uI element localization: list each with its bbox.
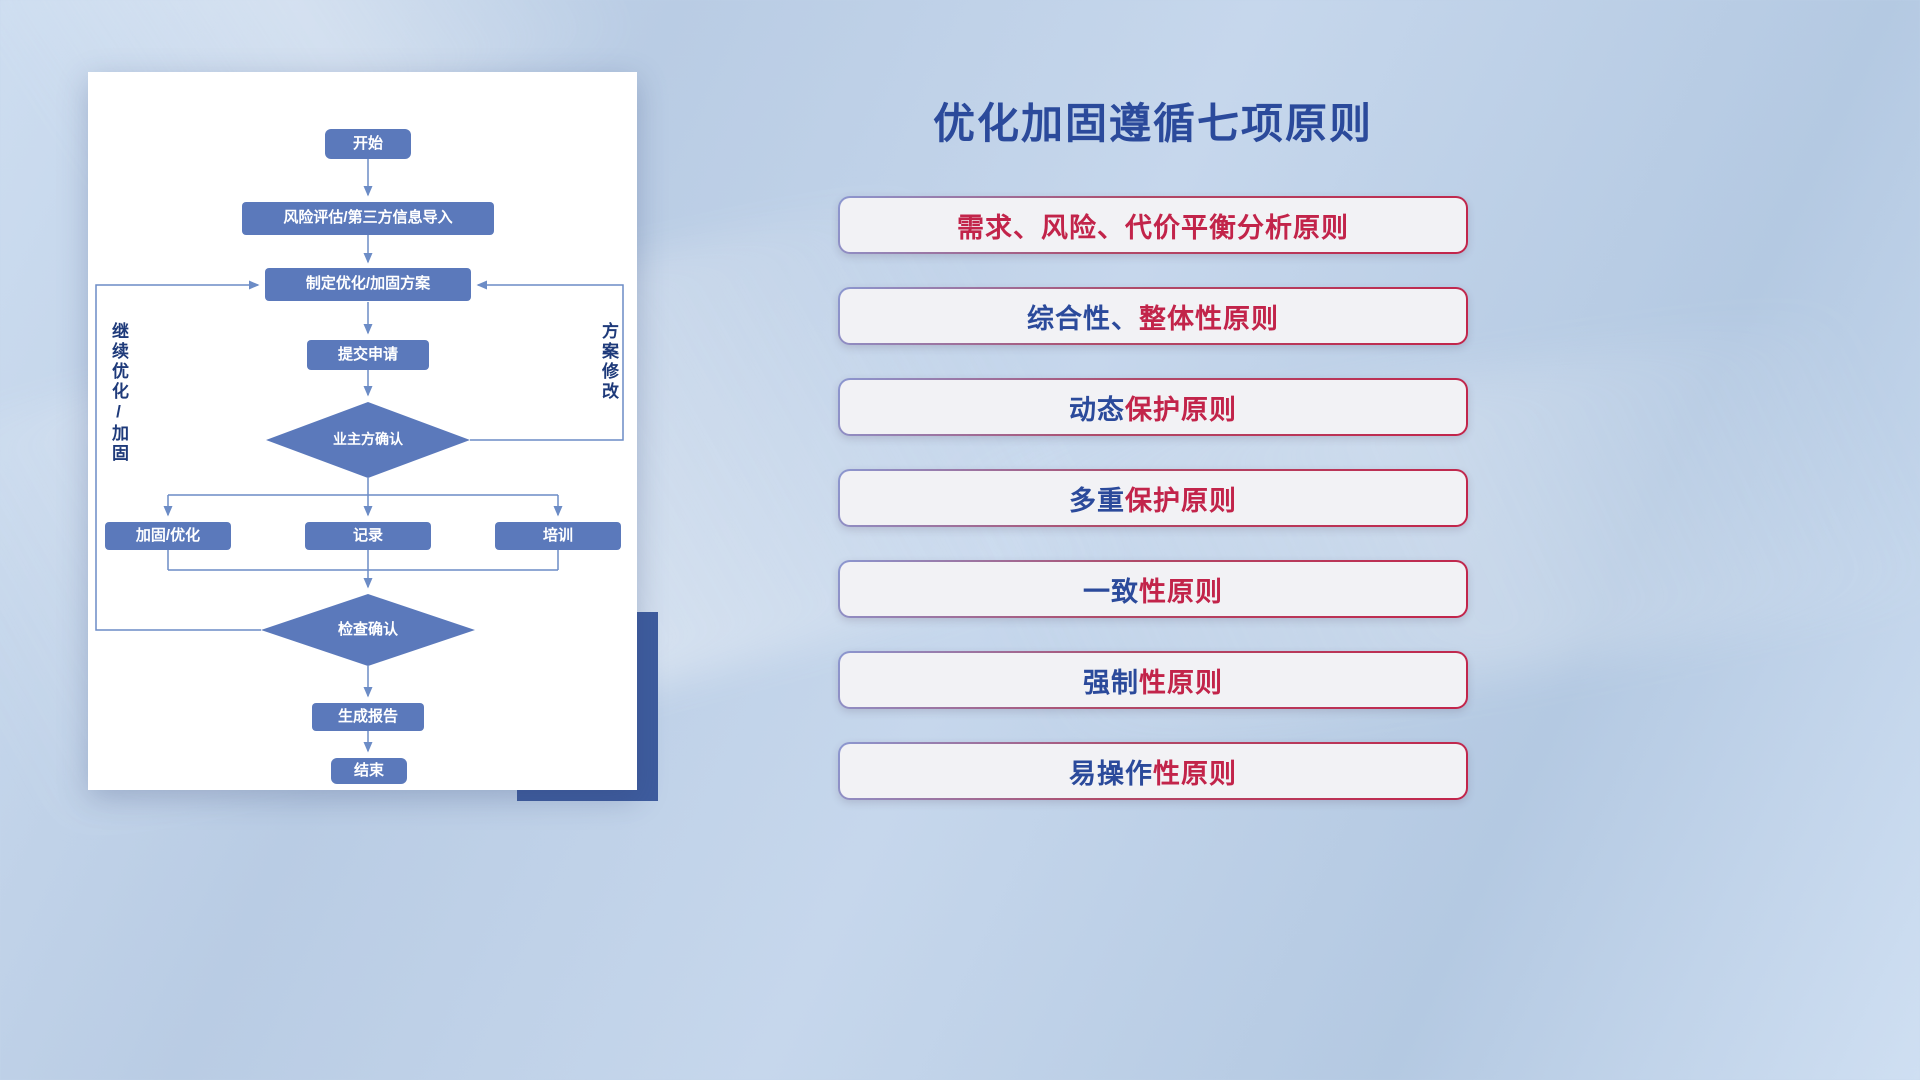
- flow-connectors: [95, 159, 624, 753]
- flow-node-submit-application: 提交申请: [307, 340, 429, 370]
- principle-text-segment: 整体性原则: [1139, 303, 1279, 334]
- principle-text-segment: 综合性、: [1027, 303, 1139, 334]
- principle-text: 多重保护原则: [840, 471, 1466, 525]
- principle-card: 动态保护原则: [838, 378, 1468, 436]
- principle-text-segment: 易操作: [1069, 758, 1153, 789]
- principle-text-segment: 动态: [1069, 394, 1125, 425]
- principle-text: 动态保护原则: [840, 380, 1466, 434]
- flow-node-risk-assessment: 风险评估/第三方信息导入: [242, 202, 494, 235]
- flow-node-reinforce-optimize: 加固/优化: [105, 522, 231, 550]
- principle-text: 需求、风险、代价平衡分析原则: [840, 198, 1466, 252]
- principle-card: 一致性原则: [838, 560, 1468, 618]
- flow-node-record: 记录: [305, 522, 431, 550]
- principle-text: 综合性、整体性原则: [840, 289, 1466, 343]
- principles-title: 优化加固遵循七项原则: [932, 100, 1373, 147]
- principle-text-segment: 保护原则: [1125, 394, 1237, 425]
- flow-node-make-plan: 制定优化/加固方案: [265, 268, 471, 301]
- principle-text: 易操作性原则: [840, 744, 1466, 798]
- principle-text-segment: 性原则: [1153, 758, 1237, 789]
- principle-card: 需求、风险、代价平衡分析原则: [838, 196, 1468, 254]
- flowchart-card: 开始 风险评估/第三方信息导入 制定优化/加固方案 提交申请 业主方确认 加固/…: [88, 72, 637, 790]
- principle-text: 一致性原则: [840, 562, 1466, 616]
- principle-card: 综合性、整体性原则: [838, 287, 1468, 345]
- principle-text-segment: 一致: [1083, 576, 1139, 607]
- principle-text-segment: 需求、风险、代价平衡分析原则: [957, 212, 1349, 243]
- principle-text-segment: 多重: [1069, 485, 1125, 516]
- principle-text-segment: 保护原则: [1125, 485, 1237, 516]
- principle-card: 易操作性原则: [838, 742, 1468, 800]
- principle-text-segment: 性原则: [1139, 667, 1223, 698]
- flow-node-generate-report: 生成报告: [312, 703, 424, 731]
- edge-label-plan-modify: 方案修改: [599, 322, 618, 402]
- principle-card: 多重保护原则: [838, 469, 1468, 527]
- flow-node-end: 结束: [331, 758, 407, 784]
- principle-text-segment: 强制: [1083, 667, 1139, 698]
- principles-list: 需求、风险、代价平衡分析原则综合性、整体性原则动态保护原则多重保护原则一致性原则…: [838, 196, 1468, 800]
- flow-node-training: 培训: [495, 522, 621, 550]
- principle-text-segment: 性原则: [1139, 576, 1223, 607]
- flow-node-start: 开始: [325, 129, 411, 159]
- edge-label-continue-optimize: 继续优化/加固: [109, 322, 128, 464]
- principle-card: 强制性原则: [838, 651, 1468, 709]
- principle-text: 强制性原则: [840, 653, 1466, 707]
